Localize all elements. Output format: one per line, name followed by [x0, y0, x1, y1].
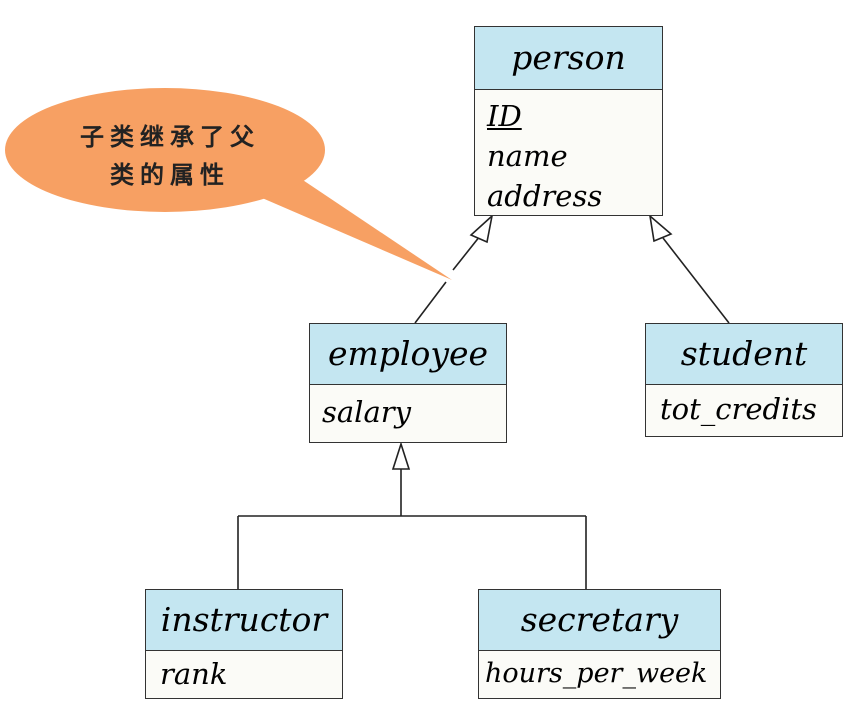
callout-bubble — [5, 88, 452, 280]
entity-attributes: tot_credits — [646, 385, 842, 433]
inheritance-arrowhead — [648, 213, 673, 243]
inheritance-arrowhead — [391, 441, 411, 470]
callout-line-1: 子类继承了父 — [80, 123, 260, 151]
callout-line-2: 类的属性 — [110, 161, 230, 189]
entity-attributes: hours_per_week — [479, 651, 720, 697]
attribute: salary — [322, 395, 411, 429]
entity-person: person ID name address — [474, 26, 663, 216]
attribute: hours_per_week — [485, 658, 708, 689]
callout-text: 子类继承了父 类的属性 — [50, 118, 290, 194]
generalization-employee-person — [414, 213, 494, 324]
entity-attributes: salary — [310, 385, 506, 439]
attribute: address — [487, 179, 603, 213]
inheritance-arrowhead — [469, 213, 494, 244]
entity-title: secretary — [479, 590, 720, 651]
entity-title: student — [646, 324, 842, 385]
attribute: name — [487, 139, 568, 173]
attribute: tot_credits — [660, 392, 817, 426]
entity-student: student tot_credits — [645, 323, 843, 437]
entity-title: person — [475, 27, 662, 90]
attribute-primary-key: ID — [487, 99, 522, 133]
entity-title: employee — [310, 324, 506, 385]
entity-employee: employee salary — [309, 323, 507, 443]
entity-attributes: ID name address — [475, 90, 662, 216]
generalization-student-person — [648, 213, 730, 324]
attribute: rank — [160, 657, 228, 691]
generalization-employee-subclasses — [237, 441, 587, 589]
entity-instructor: instructor rank — [145, 589, 343, 699]
entity-secretary: secretary hours_per_week — [478, 589, 721, 699]
entity-attributes: rank — [146, 651, 342, 697]
entity-title: instructor — [146, 590, 342, 651]
